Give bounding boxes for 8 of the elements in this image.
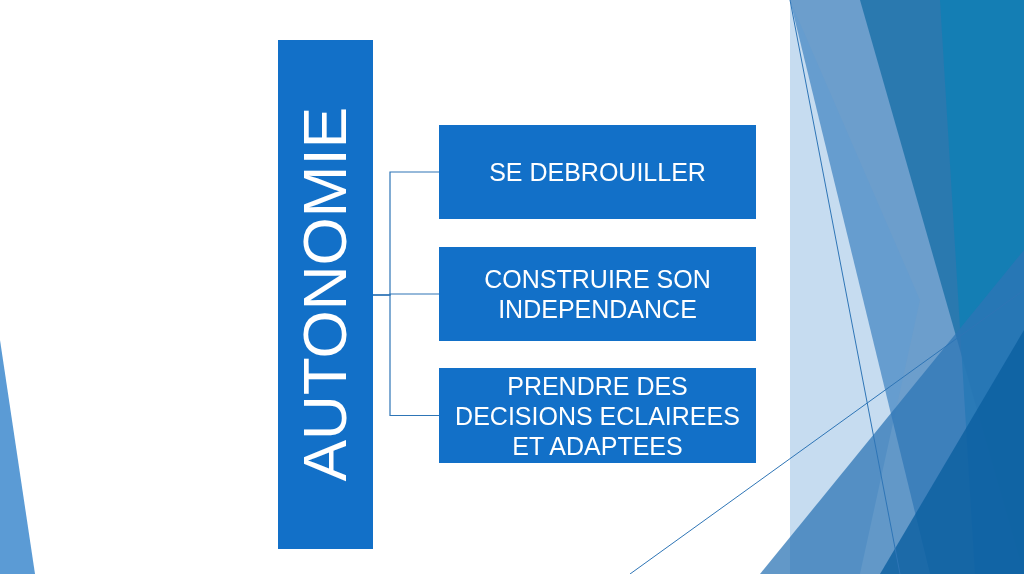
box-label: SE DEBROUILLER <box>489 157 706 187</box>
title-bar <box>278 40 373 549</box>
topic-box <box>439 125 756 219</box>
box-label: CONSTRUIRE SON INDEPENDANCE <box>483 264 712 324</box>
connector-line <box>372 294 440 417</box>
box-label: PRENDRE DES DECISIONS ECLAIREES ET ADAPTEES <box>454 370 741 461</box>
vertical-title: AUTONOMIE <box>289 107 361 482</box>
topic-box <box>439 247 756 341</box>
